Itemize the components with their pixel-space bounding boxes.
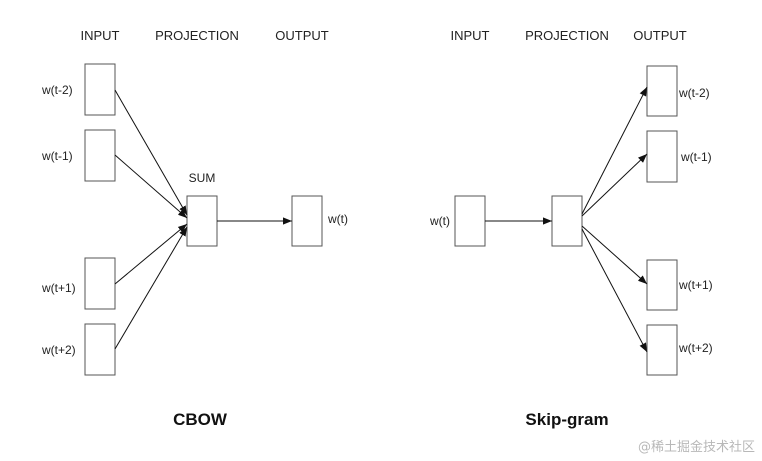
skipgram-output-node xyxy=(646,259,678,311)
skipgram-output-node xyxy=(646,324,678,376)
skipgram-diagram: INPUT PROJECTION OUTPUT w(t) w(t-2) w(t-… xyxy=(429,28,713,429)
skipgram-edge xyxy=(581,153,648,217)
cbow-edge xyxy=(114,226,188,350)
cbow-diagram: INPUT PROJECTION OUTPUT w(t-2) w(t-1) w(… xyxy=(41,28,348,429)
skipgram-input-label: w(t) xyxy=(429,214,450,228)
skipgram-edge xyxy=(581,225,648,285)
skipgram-output-label: w(t-1) xyxy=(680,150,712,164)
cbow-input-node xyxy=(84,257,116,310)
skipgram-output-node xyxy=(646,65,678,117)
skipgram-input-node xyxy=(454,195,486,247)
cbow-input-node xyxy=(84,129,116,182)
cbow-projection-node xyxy=(186,195,218,247)
cbow-output-label: w(t) xyxy=(327,212,348,226)
cbow-edge xyxy=(114,223,188,285)
cbow-header-input: INPUT xyxy=(81,28,120,43)
cbow-title: CBOW xyxy=(173,410,228,429)
skipgram-output-node xyxy=(646,130,678,183)
skipgram-edge xyxy=(581,228,648,353)
skipgram-title: Skip-gram xyxy=(525,410,608,429)
cbow-input-node xyxy=(84,323,116,376)
skipgram-header-input: INPUT xyxy=(451,28,490,43)
skipgram-output-label: w(t+1) xyxy=(678,278,713,292)
cbow-input-label: w(t-1) xyxy=(41,149,73,163)
cbow-output-node xyxy=(291,195,323,247)
cbow-edge xyxy=(114,154,188,219)
cbow-header-output: OUTPUT xyxy=(275,28,329,43)
skipgram-output-label: w(t+2) xyxy=(678,341,713,355)
cbow-input-label: w(t+1) xyxy=(41,281,76,295)
watermark: @稀土掘金技术社区 xyxy=(638,439,755,455)
skipgram-header-projection: PROJECTION xyxy=(525,28,609,43)
skipgram-header-output: OUTPUT xyxy=(633,28,687,43)
cbow-header-projection: PROJECTION xyxy=(155,28,239,43)
cbow-input-label: w(t+2) xyxy=(41,343,76,357)
cbow-input-node xyxy=(84,63,116,116)
cbow-edge xyxy=(114,89,188,216)
skipgram-output-label: w(t-2) xyxy=(678,86,710,100)
cbow-projection-label: SUM xyxy=(189,171,216,185)
cbow-input-label: w(t-2) xyxy=(41,83,73,97)
skipgram-edge xyxy=(581,86,648,215)
skipgram-projection-node xyxy=(551,195,583,247)
